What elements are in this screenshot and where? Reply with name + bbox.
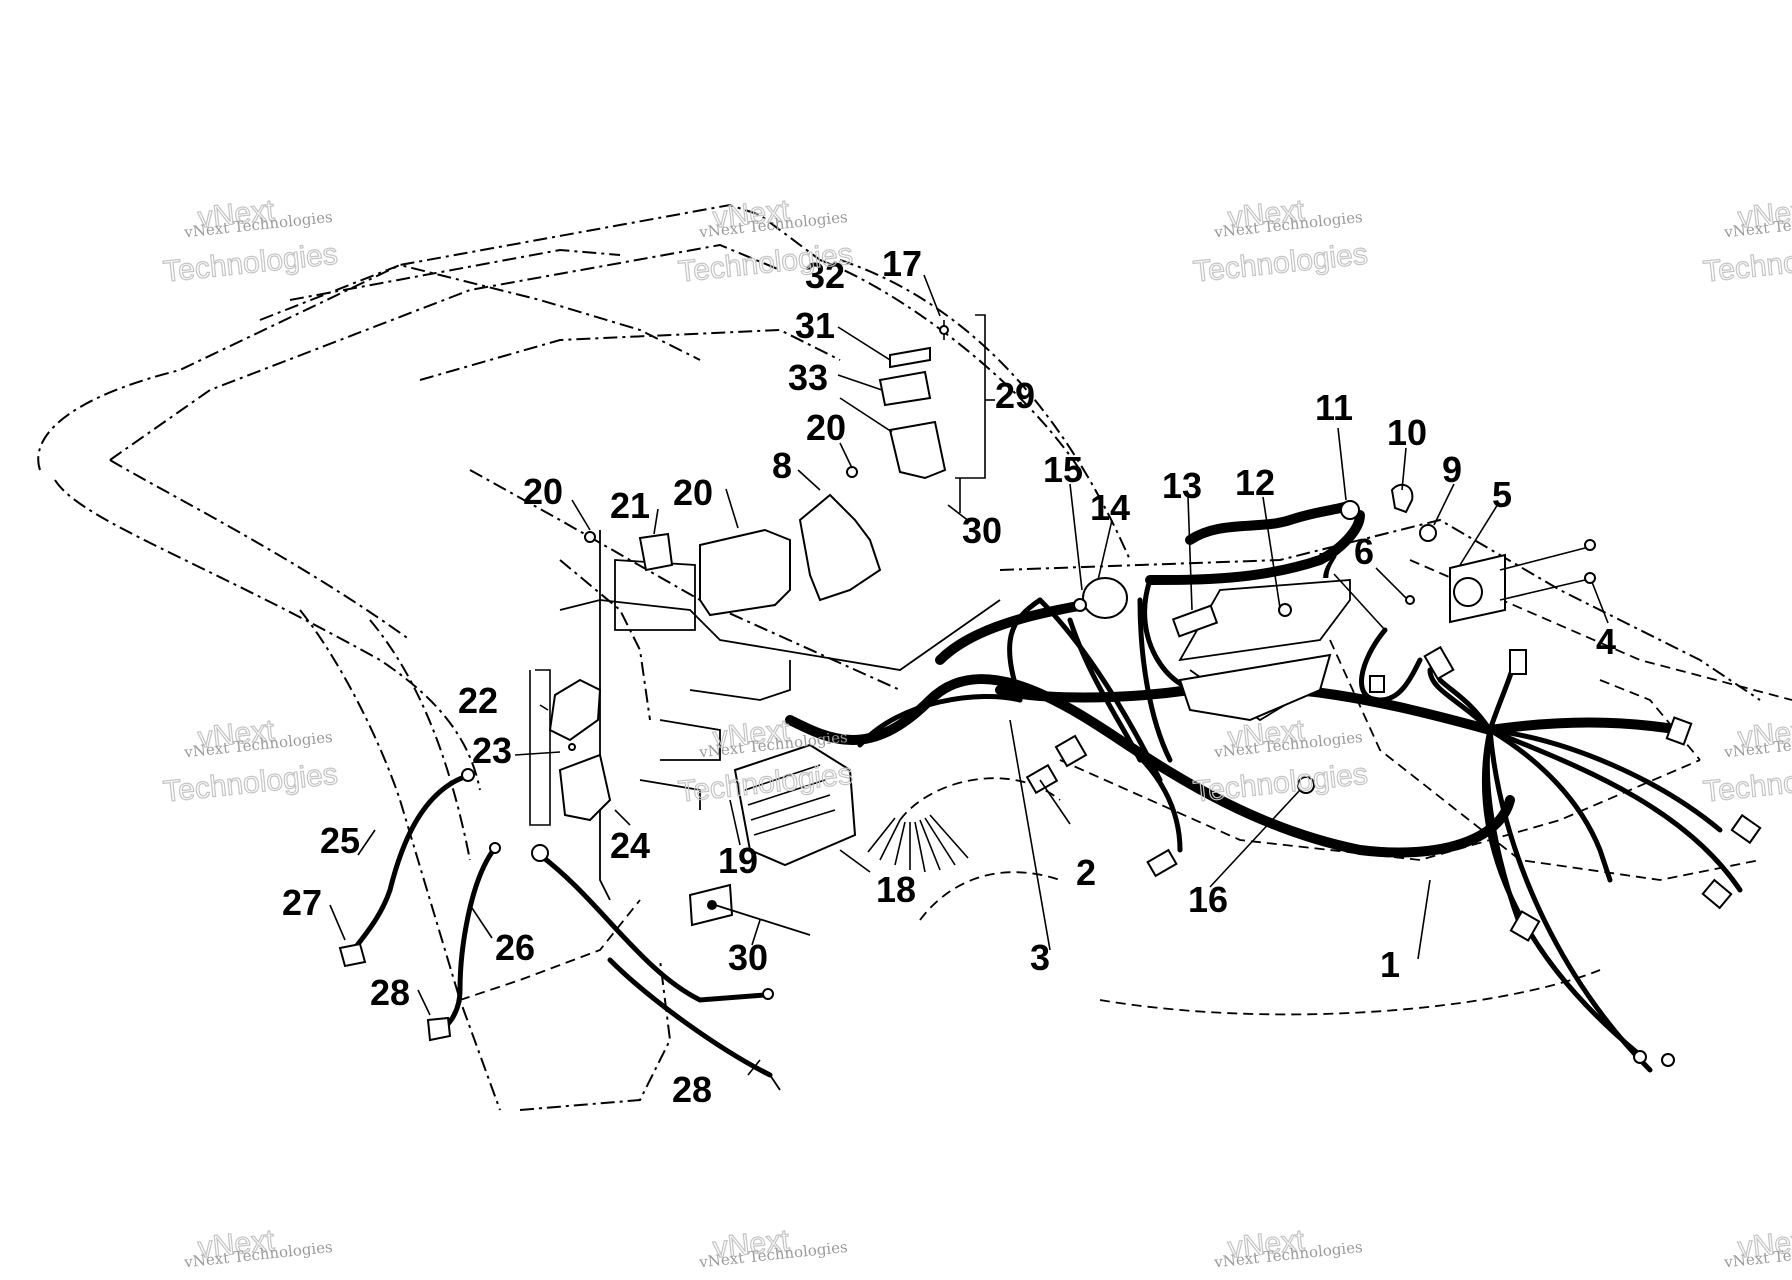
svg-text:Technologies: Technologies	[1702, 238, 1792, 289]
module-group	[584, 466, 882, 617]
watermark-11: vNext vNext Technologies	[1212, 1223, 1363, 1271]
part-15-fitting	[1073, 598, 1087, 612]
callout-13: 13	[1162, 465, 1202, 506]
watermark-9: vNext vNext Technologies	[182, 1223, 333, 1271]
callout-7: 7	[1318, 545, 1338, 586]
callout-25: 24	[610, 825, 650, 866]
svg-text:Technologies: Technologies	[1192, 758, 1370, 809]
callout-labels: 32 17 31 33 29 20 8 30 20 21 20 15 14 13…	[282, 243, 1616, 1110]
watermark-12: vNext vNext Technologies	[1722, 1223, 1792, 1271]
svg-text:vNext: vNext	[1736, 1224, 1792, 1265]
callout-15: 15	[1043, 449, 1083, 490]
watermark-7: vNext vNext Technologies Technologies	[1191, 713, 1370, 809]
callout-3: 3	[1030, 937, 1050, 978]
callout-6: 6	[1354, 531, 1374, 572]
bracket-assembly-13	[1073, 483, 1437, 722]
callout-8: 8	[772, 445, 792, 486]
part-23-relay	[548, 678, 602, 742]
part-35-holder	[888, 420, 947, 480]
part-10-elbow	[1390, 483, 1414, 514]
callout-20a: 20	[806, 407, 846, 448]
svg-text:Technologies: Technologies	[162, 238, 340, 289]
callout-4: 4	[1596, 621, 1616, 662]
vehicle-body-outline	[37, 203, 1792, 1111]
part-22-relay	[638, 532, 674, 572]
callout-16: 16	[1188, 879, 1228, 920]
part-14-horn	[1082, 577, 1128, 619]
part-33-fuse	[878, 370, 932, 407]
callout-28a: 27	[282, 882, 322, 923]
watermarks: vNext vNext Technologies Technologies vN…	[161, 193, 1792, 1271]
socket-assembly-5	[1359, 539, 1596, 703]
svg-text:Technologies: Technologies	[1192, 238, 1370, 289]
callout-28b: 28	[370, 972, 410, 1013]
svg-text:vNext: vNext	[1736, 714, 1792, 755]
relay-group-23	[529, 669, 612, 826]
callout-1: 1	[1380, 944, 1400, 985]
callout-29: 28	[672, 1069, 712, 1110]
callout-14: 14	[1090, 487, 1130, 528]
callout-22: 21	[610, 485, 650, 526]
callout-35: 33	[788, 357, 828, 398]
callout-12: 12	[1235, 462, 1275, 503]
part-30-switch	[688, 883, 811, 936]
watermark-1: vNext vNext Technologies Technologies	[161, 193, 340, 289]
watermark-3: vNext vNext Technologies Technologies	[1191, 193, 1370, 289]
watermark-4: vNext vNext Technologies Technologies	[1701, 193, 1792, 289]
callout-11: 11	[1315, 387, 1353, 428]
harness-connectors	[1025, 645, 1762, 1067]
svg-text:vNext: vNext	[1736, 194, 1792, 235]
callout-9: 9	[1442, 449, 1462, 490]
main-harness	[785, 500, 1743, 1073]
callout-5: 5	[1492, 474, 1512, 515]
callout-27: 26	[495, 927, 535, 968]
callout-32: 30	[962, 510, 1002, 551]
part-13-capacitor	[1171, 604, 1219, 638]
part-21-module	[699, 528, 791, 617]
callout-26: 25	[320, 820, 360, 861]
part-34-cover	[889, 346, 931, 369]
watermark-8: vNext vNext Technologies Technologies	[1701, 713, 1792, 809]
watermark-5: vNext vNext Technologies Technologies	[161, 713, 340, 809]
callout-23: 22	[458, 680, 498, 721]
callout-10: 10	[1387, 412, 1427, 453]
callout-21: 20	[673, 472, 713, 513]
callout-18: 18	[876, 869, 916, 910]
callout-20b: 20	[523, 471, 563, 512]
callout-24: 23	[472, 730, 512, 771]
callout-2: 2	[1076, 852, 1096, 893]
part-11-grommet	[1340, 500, 1360, 520]
part-12-bracket	[1178, 653, 1332, 722]
part-18-regulator	[733, 743, 857, 867]
callout-19: 19	[718, 840, 758, 881]
callout-31: 29	[995, 375, 1035, 416]
part-25-relay	[558, 753, 612, 822]
callout-34: 32	[805, 255, 845, 296]
ground-cables	[338, 768, 781, 1091]
svg-text:Technologies: Technologies	[1702, 758, 1792, 809]
wire-bundle-fan	[867, 814, 969, 873]
part-8-bracket	[798, 493, 882, 602]
part-9-cap	[1419, 524, 1437, 542]
svg-text:Technologies: Technologies	[162, 758, 340, 809]
callout-17: 17	[882, 243, 922, 284]
callout-30: 30	[728, 937, 768, 978]
leader-lines	[329, 274, 1609, 1076]
part-6-washer	[1405, 595, 1415, 605]
watermark-10: vNext vNext Technologies	[697, 1223, 848, 1271]
callout-33: 31	[795, 305, 835, 346]
relay-stack-31	[878, 314, 995, 480]
